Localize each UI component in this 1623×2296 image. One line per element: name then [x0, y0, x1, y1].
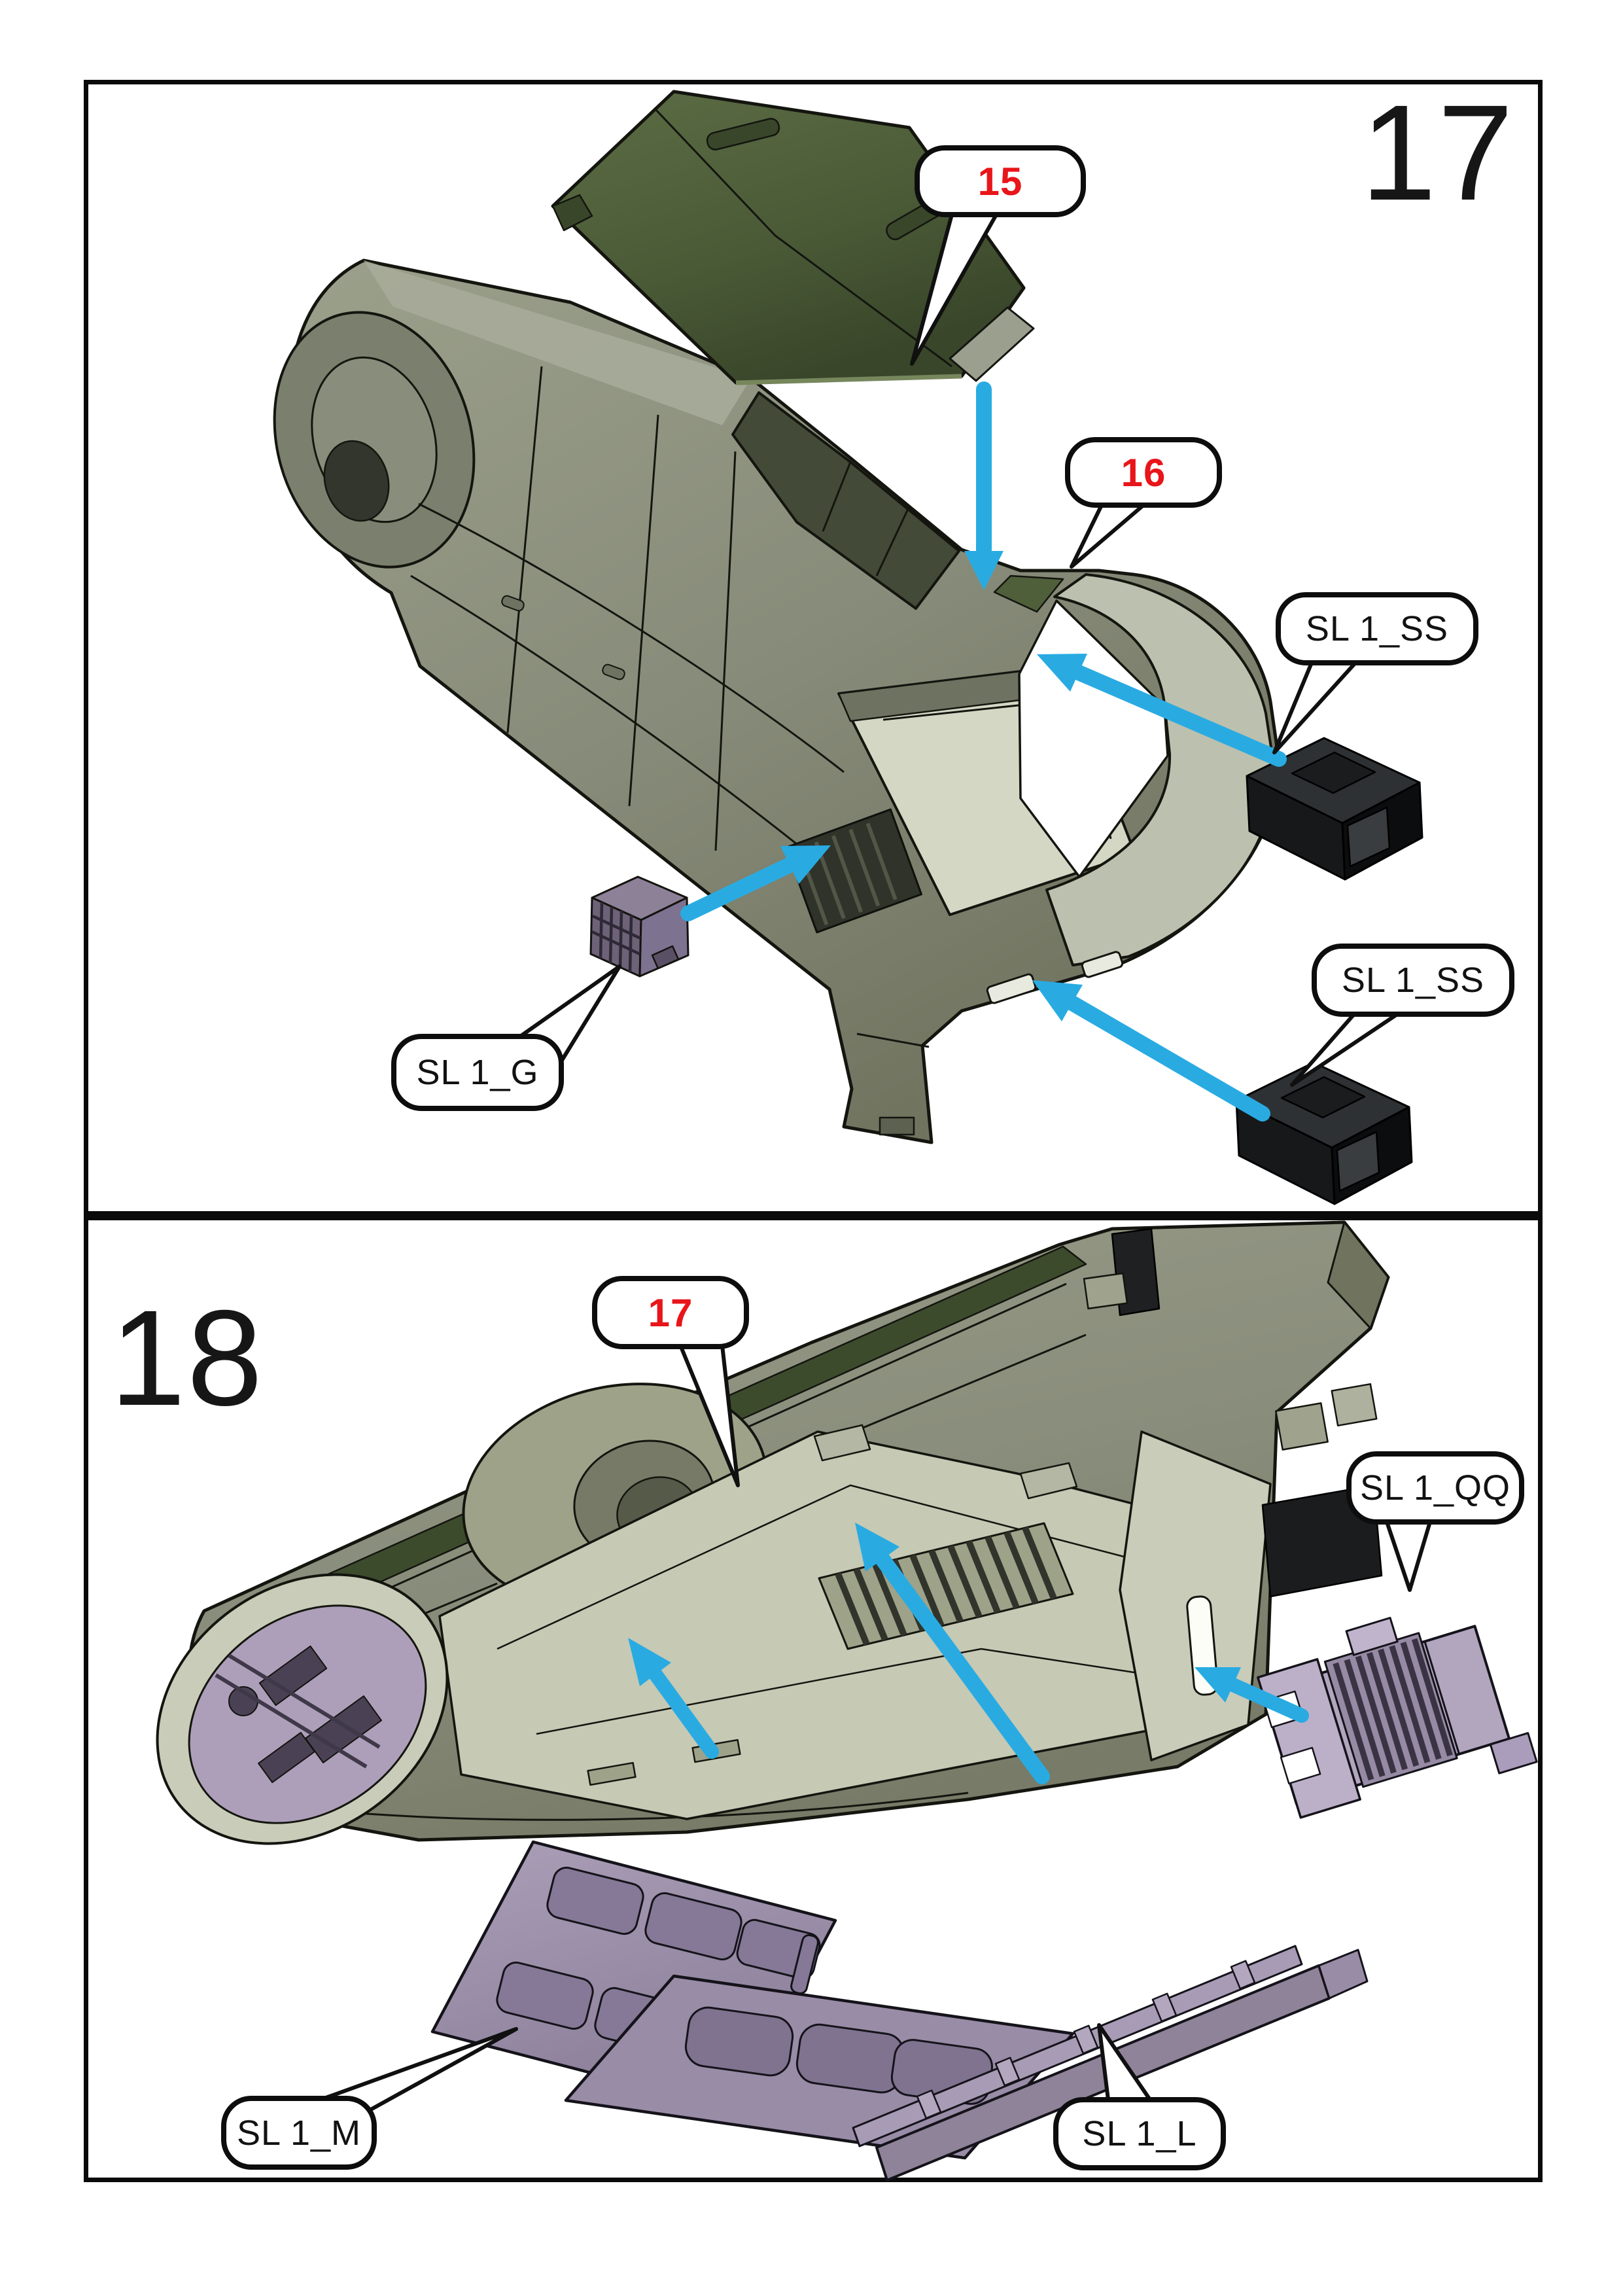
- radiator-part-g: [589, 875, 689, 978]
- callout-qq-label: SL 1_QQ: [1359, 1468, 1511, 1508]
- qq-grille-slats: [1333, 1638, 1453, 1781]
- nose-firewall-details: [215, 1645, 383, 1784]
- callout-part-16: 16: [1065, 437, 1222, 508]
- arrow-ss-top-insert: [1037, 654, 1287, 767]
- radiator-part-qq: [1257, 1617, 1538, 1819]
- assembly-arrows: [628, 381, 1309, 1784]
- side-panel-with-windows: [564, 1974, 1075, 2160]
- step-number-18: 18: [110, 1282, 264, 1434]
- callout-g-label: SL 1_G: [416, 1053, 539, 1092]
- tail-ss-bottom: [1290, 1012, 1399, 1087]
- step-17-panel: [84, 80, 1543, 1216]
- arrow-g-insert: [680, 845, 831, 921]
- arrow-part15-down: [964, 381, 1003, 590]
- callout-part-16-label: 16: [1121, 450, 1166, 495]
- arrow-ss-bottom-insert: [1032, 980, 1270, 1122]
- callout-ss-top-label: SL 1_SS: [1305, 609, 1449, 648]
- callout-m: SL 1_M: [221, 2096, 377, 2170]
- callout-ss-top: SL 1_SS: [1276, 592, 1478, 665]
- step17-fuselage-illustration: [273, 258, 1282, 1144]
- tail-qq: [1385, 1520, 1432, 1592]
- arrow-long-cockpit: [855, 1523, 1050, 1784]
- callout-part-17: 17: [592, 1276, 749, 1349]
- black-insert-part-ss-top: [1246, 737, 1423, 881]
- grille-slats: [835, 1527, 1057, 1646]
- step-number-17: 17: [1361, 77, 1515, 229]
- tail-ss-top: [1272, 661, 1357, 754]
- green-cowling-part-15: [551, 90, 1035, 385]
- arrow-mid-floor: [628, 1638, 719, 1759]
- sill-clips: [916, 1960, 1256, 2119]
- tail-16: [1070, 503, 1145, 569]
- callout-ss-bottom-label: SL 1_SS: [1341, 961, 1485, 1000]
- callout-qq: SL 1_QQ: [1346, 1451, 1524, 1525]
- arrow-qq-insert: [1195, 1667, 1309, 1723]
- callout-m-label: SL 1_M: [236, 2113, 362, 2153]
- step-18-panel: [84, 1216, 1543, 2182]
- callout-l-label: SL 1_L: [1082, 2114, 1197, 2153]
- callout-ss-bottom: SL 1_SS: [1312, 944, 1514, 1017]
- callout-g: SL 1_G: [391, 1034, 564, 1111]
- callout-part-17-label: 17: [648, 1290, 693, 1335]
- step18-fuselage-illustration: [156, 1220, 1390, 1845]
- callout-l: SL 1_L: [1053, 2097, 1226, 2170]
- black-insert-part-ss-bottom: [1235, 1061, 1413, 1205]
- callout-part-15: 15: [915, 145, 1086, 217]
- callout-part-15-label: 15: [977, 159, 1023, 203]
